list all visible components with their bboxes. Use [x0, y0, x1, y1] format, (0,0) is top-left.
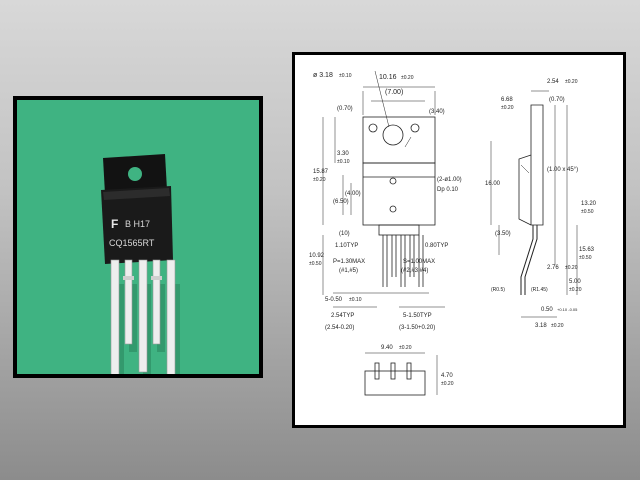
svg-text:±0.20: ±0.20 [401, 75, 414, 81]
svg-text:±0.20: ±0.20 [569, 287, 582, 293]
side-view-labels: 2.54 ±0.20 6.68 ±0.20 (0.70) (1.00 x 45°… [485, 79, 597, 329]
front-mounting-hole [382, 124, 404, 146]
dim-bottom-width: 9.40 [381, 345, 393, 351]
dim-side-1320: 13.20 [581, 201, 597, 207]
dim-bottom-height: 4.70 [441, 373, 453, 379]
svg-text:(#1,#5): (#1,#5) [339, 268, 358, 274]
lead-1 [110, 259, 120, 379]
dim-side-318: 3.18 [535, 323, 547, 329]
dim-width: 10.16 [379, 74, 397, 81]
part-marking: CQ1565RT [109, 238, 155, 248]
package-outline-drawing: ø 3.18 ±0.10 10.16 ±0.20 (7.00) (0.70) (… [309, 70, 597, 396]
svg-text:(3.50): (3.50) [495, 231, 511, 237]
lead-3 [138, 259, 148, 373]
svg-text:±0.20: ±0.20 [313, 177, 326, 183]
component-photo: F B H17 CQ1565RT [17, 100, 259, 380]
dim-side-angle: (1.00 x 45°) [547, 167, 578, 173]
dim-pitch: 2.54TYP [331, 313, 354, 319]
side-view [490, 90, 578, 318]
leads [110, 259, 176, 379]
svg-text:±0.50: ±0.50 [309, 261, 322, 267]
dim-hole-dia: ø 3.18 [313, 72, 333, 79]
svg-text:±0.50: ±0.50 [579, 255, 592, 261]
dim-lead-width: 5-0.50 [325, 297, 343, 303]
svg-text:±0.20: ±0.20 [565, 265, 578, 271]
svg-text:(0.70): (0.70) [549, 97, 565, 103]
dimension-drawing: ø 3.18 ±0.10 10.16 ±0.20 (7.00) (0.70) (… [295, 55, 623, 425]
lot-code: B H17 [125, 219, 150, 229]
dim-side-1563: 15.63 [579, 247, 595, 253]
svg-text:±0.20: ±0.20 [565, 79, 578, 85]
dim-lead-length: 10.92 [309, 253, 325, 259]
mounting-hole [128, 167, 142, 181]
svg-text:(#2,#3,#4): (#2,#3,#4) [401, 268, 428, 274]
transistor-photo-illustration: F B H17 CQ1565RT [101, 154, 180, 380]
svg-text:P=1.30MAX: P=1.30MAX [333, 259, 365, 265]
svg-text:±0.10: ±0.10 [339, 73, 352, 79]
svg-text:(3-1.50+0.20): (3-1.50+0.20) [399, 325, 435, 331]
lead-4 [152, 259, 161, 345]
bottom-view [364, 352, 438, 396]
dimension-drawing-frame: ø 3.18 ±0.10 10.16 ±0.20 (7.00) (0.70) (… [292, 52, 626, 428]
svg-text:(4.00): (4.00) [345, 191, 361, 197]
lead-5 [166, 259, 176, 379]
front-view [322, 70, 445, 308]
svg-text:(10): (10) [339, 231, 350, 237]
svg-text:±0.10: ±0.10 [337, 159, 350, 165]
svg-text:±0.20: ±0.20 [399, 345, 412, 351]
svg-text:±0.20: ±0.20 [501, 105, 514, 111]
svg-text:S=1.00MAX: S=1.00MAX [403, 259, 435, 265]
svg-text:±0.20: ±0.20 [441, 381, 454, 387]
dim-tab-height: 3.30 [337, 151, 349, 157]
svg-text:(2.54-0.20): (2.54-0.20) [325, 325, 354, 331]
svg-text:±0.50: ±0.50 [581, 209, 594, 215]
svg-text:0.80TYP: 0.80TYP [425, 243, 448, 249]
dim-width-inner: (7.00) [385, 89, 403, 96]
component-photo-frame: F B H17 CQ1565RT [13, 96, 263, 380]
package-body [101, 186, 173, 264]
bottom-view-labels: 9.40 ±0.20 4.70 ±0.20 [381, 345, 454, 387]
svg-text:(R1.45): (R1.45) [531, 287, 548, 293]
dim-depth: Dp 0.10 [437, 187, 459, 193]
dim-chamfer: (2-ø1.00) [437, 177, 462, 183]
dim-body-height: 15.87 [313, 169, 329, 175]
dim-side-thickness: 2.54 [547, 79, 559, 85]
svg-text:(3.40): (3.40) [429, 109, 445, 115]
brand-mark: F [111, 217, 118, 231]
svg-text:1.10TYP: 1.10TYP [335, 243, 358, 249]
svg-text:(R0.5): (R0.5) [491, 287, 505, 293]
front-body-outline [362, 162, 436, 226]
svg-text:(0.70): (0.70) [337, 106, 353, 112]
dim-side-500: 5.00 [569, 279, 581, 285]
front-view-labels: ø 3.18 ±0.10 10.16 ±0.20 (7.00) (0.70) (… [309, 72, 462, 331]
svg-text:5-1.50TYP: 5-1.50TYP [403, 313, 432, 319]
svg-text:±0.10: ±0.10 [349, 297, 362, 303]
svg-text:(6.50): (6.50) [333, 199, 349, 205]
dim-side-top: 6.68 [501, 97, 513, 103]
lead-2 [124, 259, 133, 345]
dim-side-276: 2.76 [547, 265, 559, 271]
dim-side-16: 16.00 [485, 181, 501, 187]
svg-text:±0.20: ±0.20 [551, 323, 564, 329]
svg-text:+0.10 -0.05: +0.10 -0.05 [557, 307, 578, 312]
dim-side-050: 0.50 [541, 307, 553, 313]
